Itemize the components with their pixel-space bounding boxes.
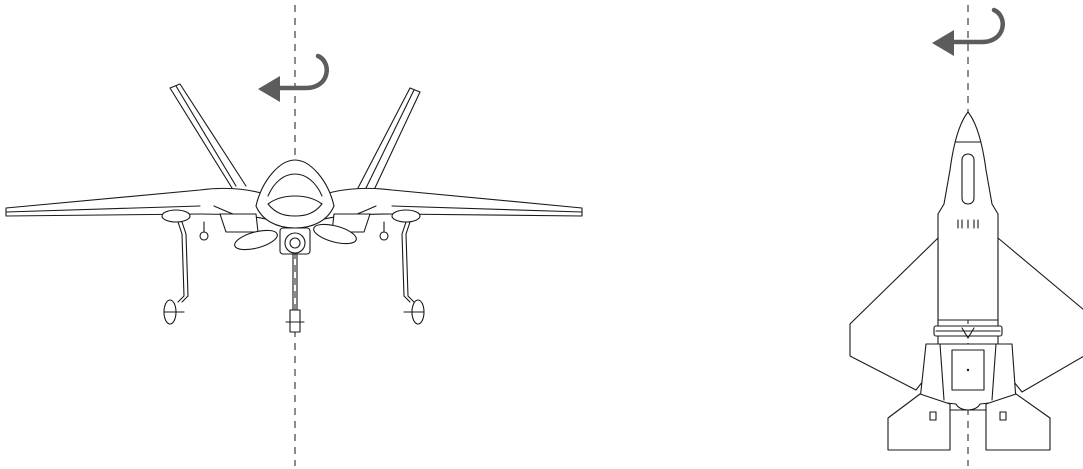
front-propeller	[234, 223, 357, 255]
top-rotate-arrow-icon	[932, 7, 1005, 56]
front-view-panel	[5, 5, 583, 466]
top-view-panel	[849, 5, 1083, 466]
top-wings	[849, 237, 1083, 393]
top-vents	[957, 219, 979, 229]
top-tail-planes	[887, 393, 1051, 451]
front-wing-pods	[161, 209, 421, 241]
front-landing-gear	[163, 221, 425, 333]
top-propeller	[933, 325, 1003, 339]
front-rotate-arrow-icon	[258, 53, 329, 102]
top-fuselage	[937, 111, 999, 321]
front-fuselage	[213, 159, 377, 233]
top-rear-body	[919, 343, 1017, 411]
front-tail-fins	[169, 83, 421, 191]
